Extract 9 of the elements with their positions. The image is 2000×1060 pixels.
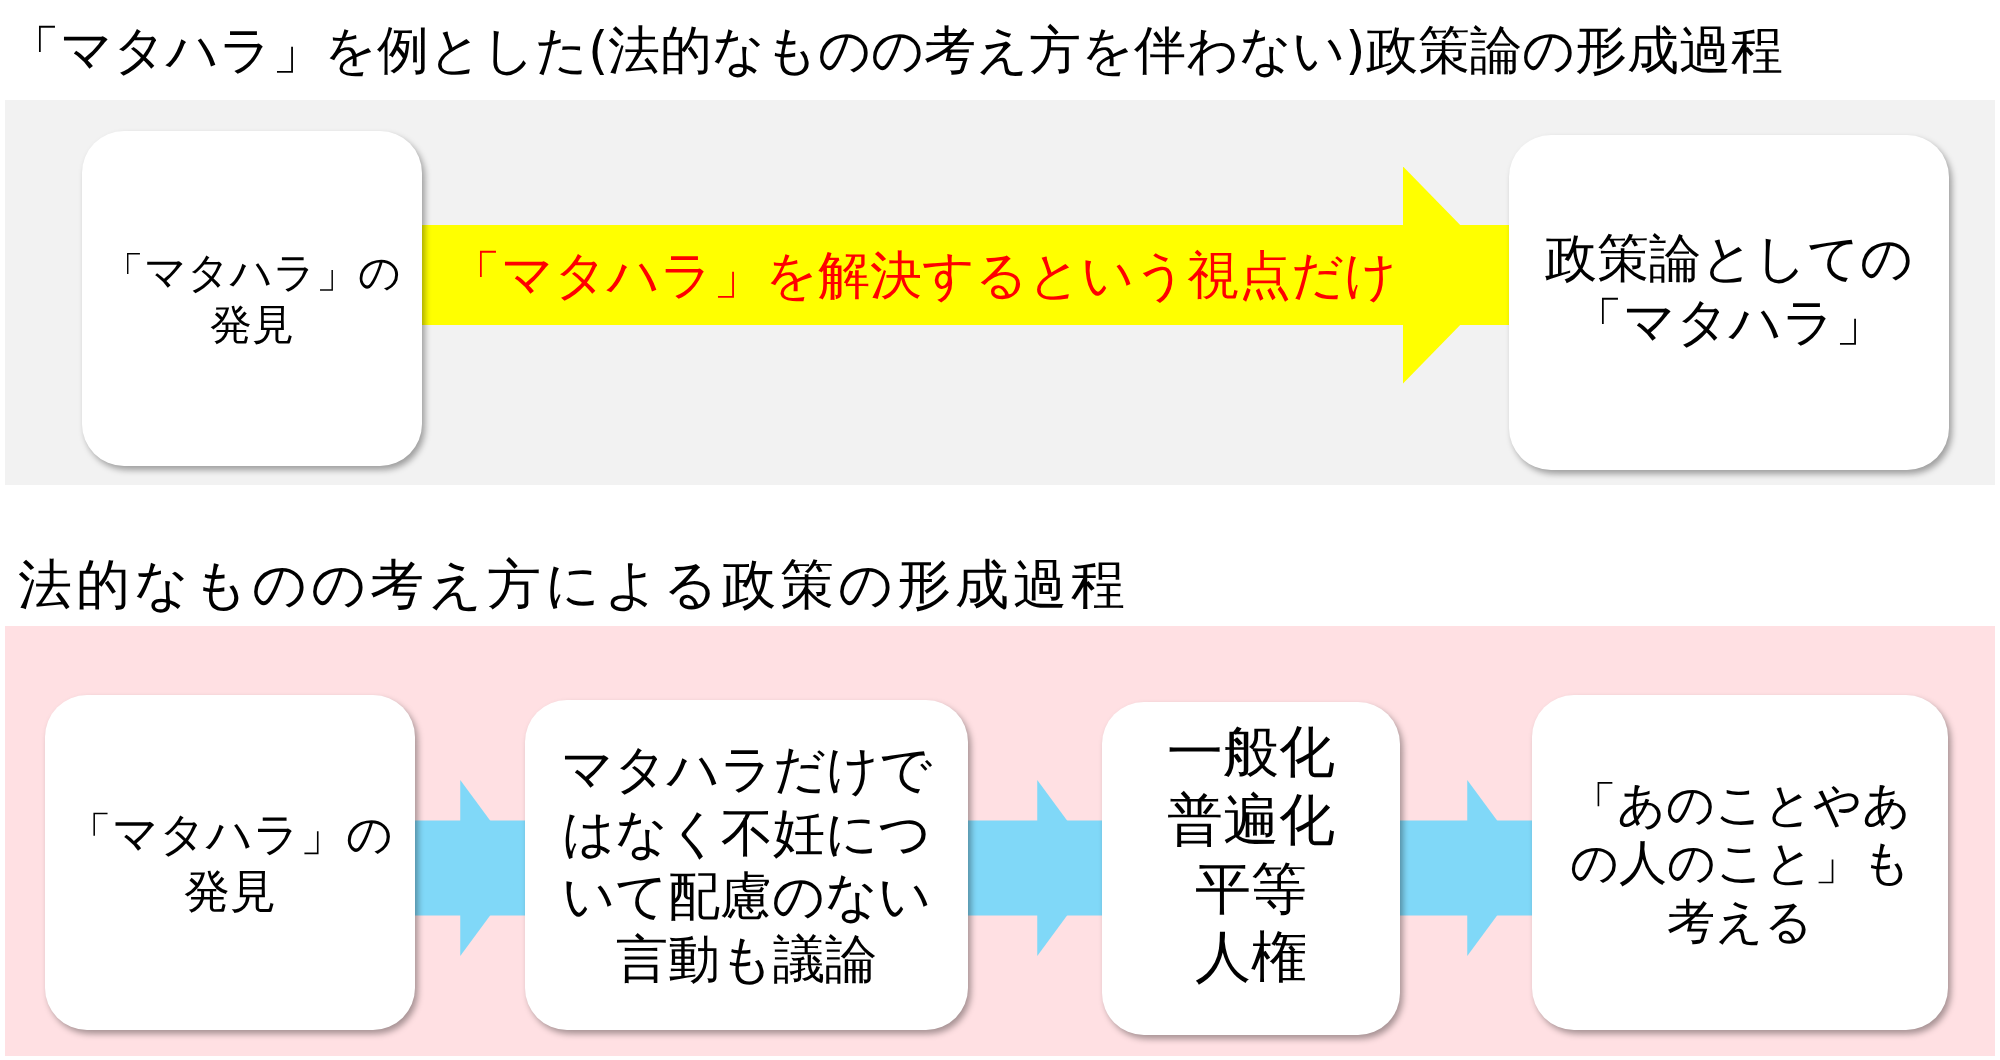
rounded-box: 政策論としての「マタハラ」 bbox=[1509, 135, 1949, 470]
rounded-box: マタハラだけではなく不妊について配慮のない言動も議論 bbox=[525, 700, 968, 1030]
rounded-box: 「あのことやあの人のこと」も考える bbox=[1532, 695, 1948, 1030]
edge-label: 「マタハラ」を解決するという視点だけ bbox=[449, 246, 1397, 304]
rounded-box: 「マタハラ」の発見 bbox=[45, 695, 415, 1030]
rounded-box: 一般化 普遍化 平等 人権 bbox=[1102, 702, 1400, 1035]
section-heading: 「マタハラ」を例とした(法的なものの考え方を伴わない)政策論の形成過程 bbox=[8, 22, 1783, 80]
section-heading: 法的なものの考え方による政策の形成過程 bbox=[18, 555, 1129, 615]
rounded-box: 「マタハラ」の発見 bbox=[82, 131, 422, 466]
